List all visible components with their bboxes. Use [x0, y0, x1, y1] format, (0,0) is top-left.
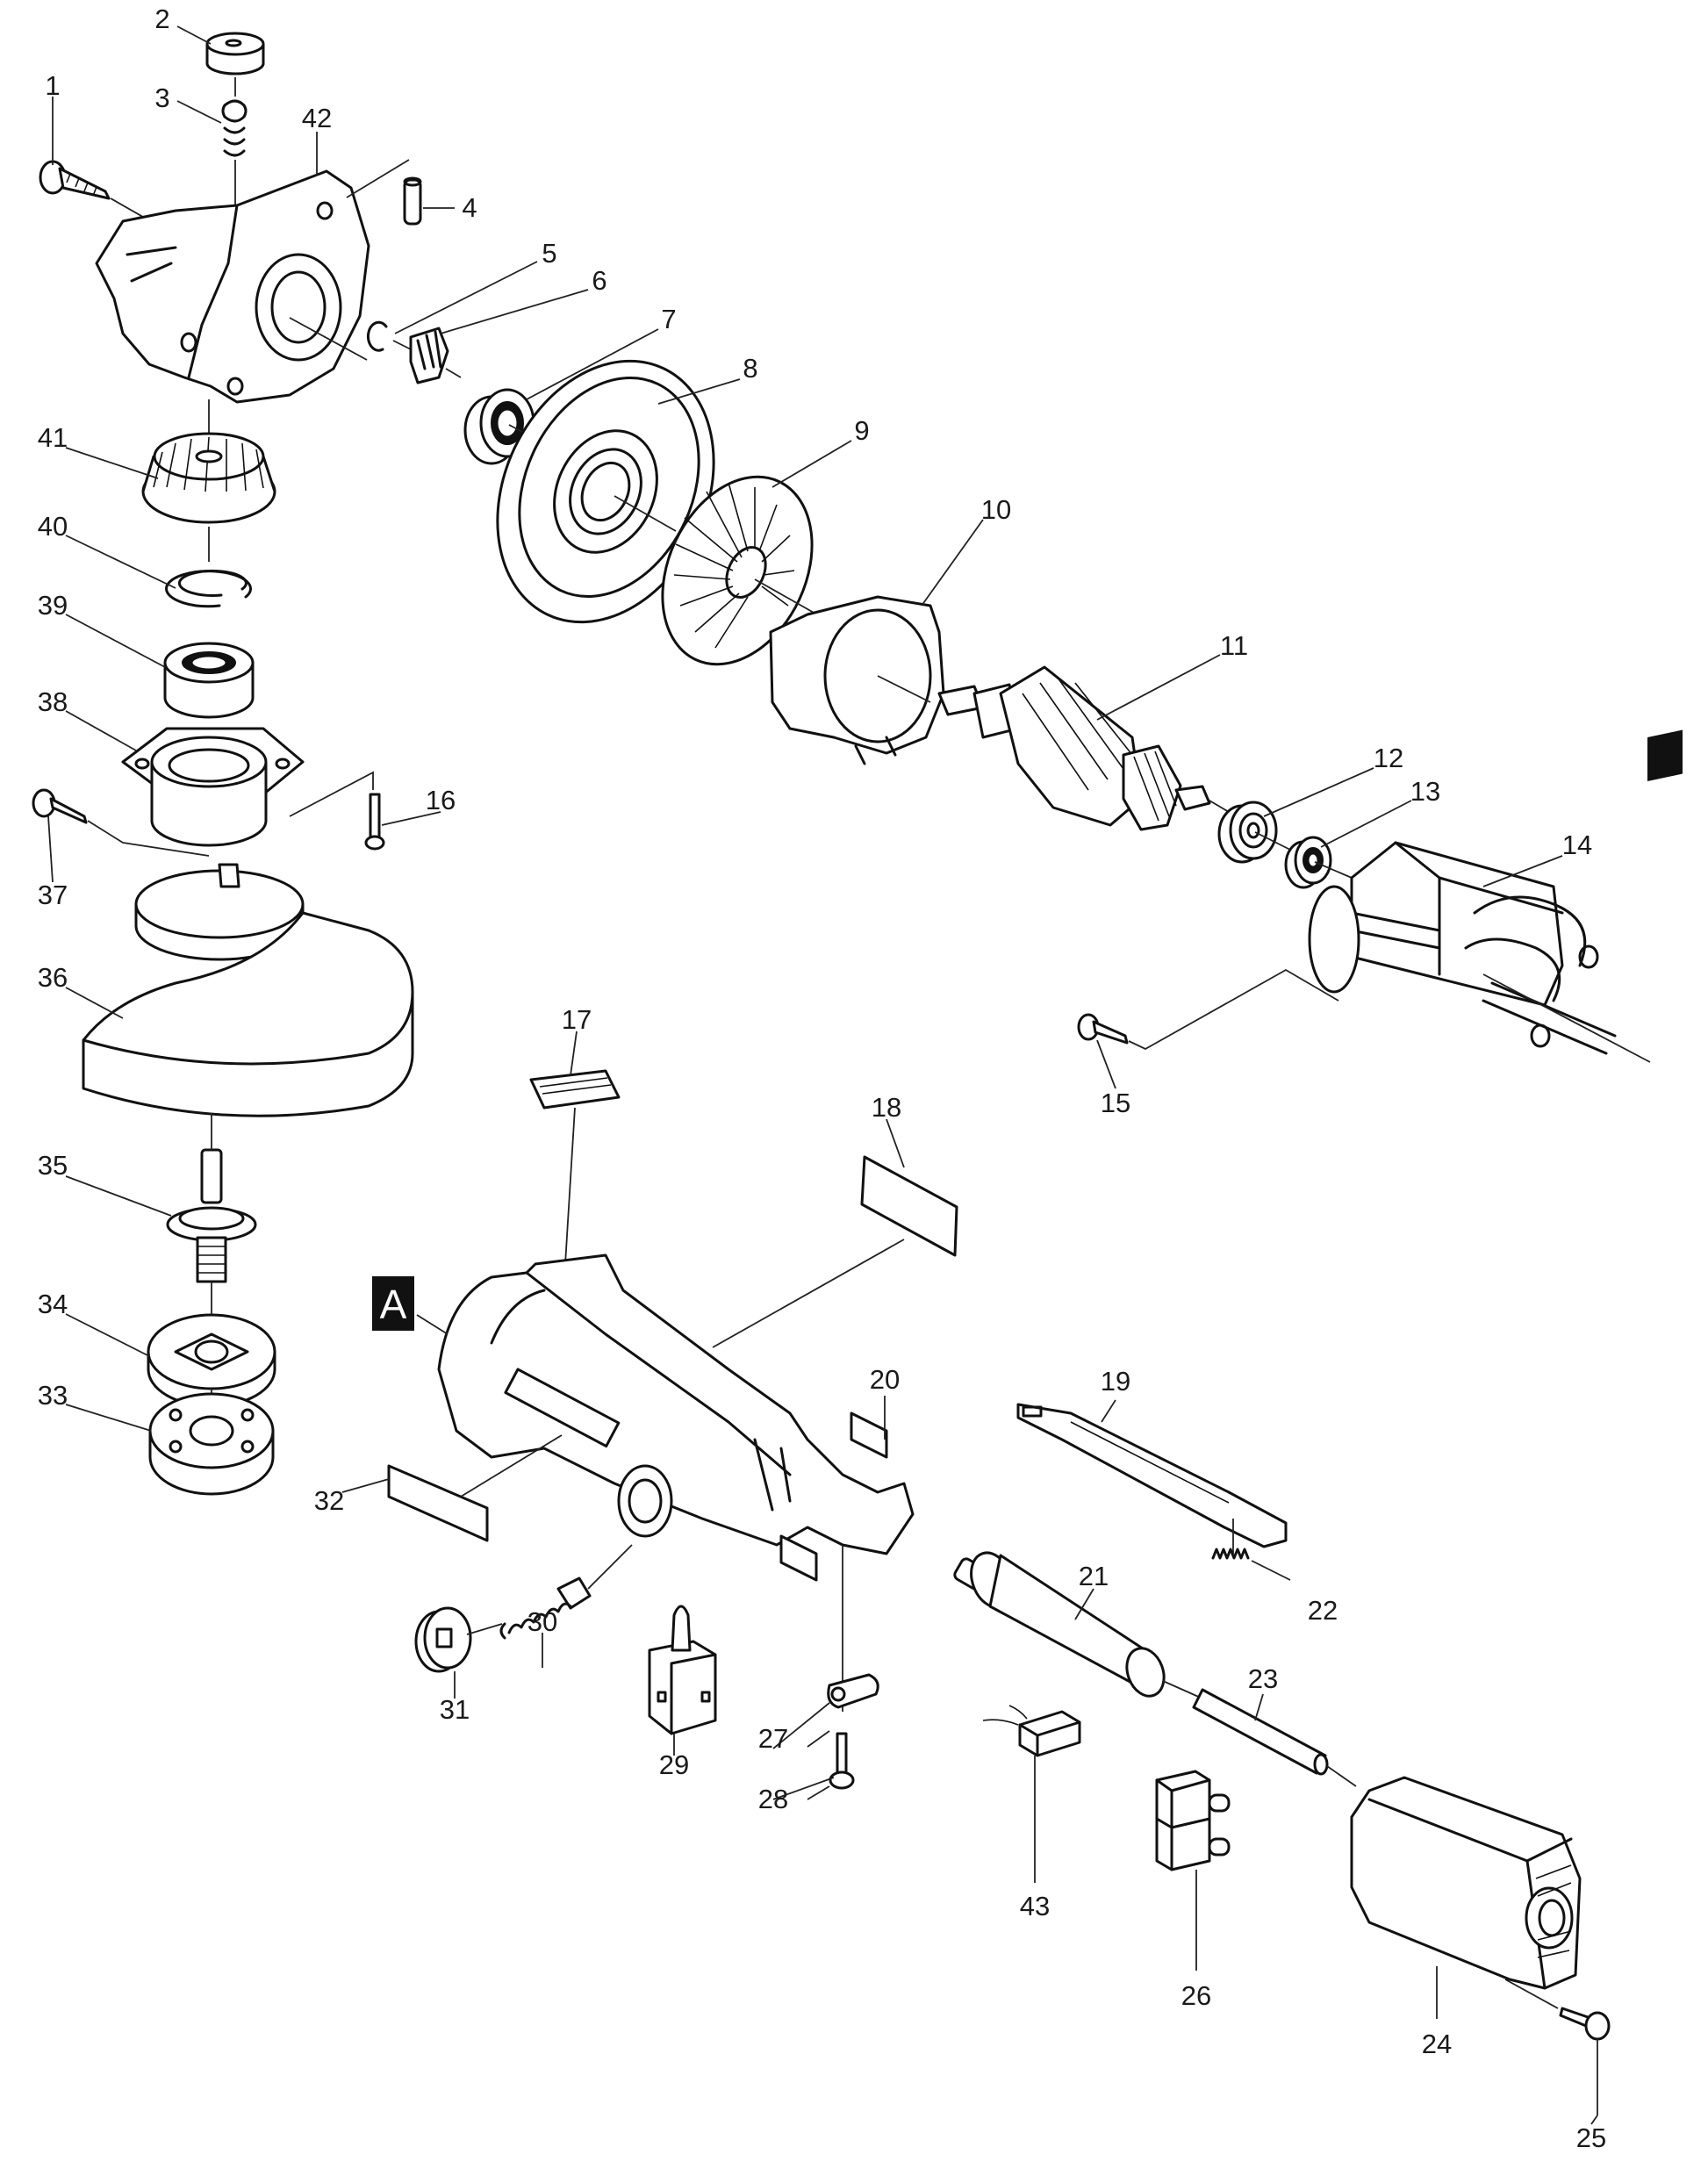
part-41-spiral-bevel-gear[interactable] [141, 432, 276, 524]
callout-18: 18 [872, 1092, 901, 1123]
callout-28: 28 [758, 1784, 788, 1814]
part-30-carbon-brush[interactable] [499, 1576, 592, 1640]
callout-21: 21 [1079, 1561, 1109, 1591]
part-2-cap[interactable] [205, 32, 265, 75]
part-36-wheel-guard[interactable] [82, 863, 414, 1117]
callout-9: 9 [854, 415, 869, 446]
reference-marker-a-left-label: A [380, 1282, 407, 1327]
callout-36: 36 [38, 962, 68, 993]
part-31-brush-holder-cap[interactable] [414, 1606, 472, 1673]
callout-33: 33 [38, 1380, 68, 1411]
callout-25: 25 [1576, 2122, 1606, 2153]
callout-13: 13 [1410, 776, 1440, 807]
callout-10: 10 [981, 494, 1011, 525]
callout-31: 31 [440, 1694, 470, 1725]
part-11-armature[interactable] [937, 665, 1211, 831]
callout-8: 8 [743, 353, 757, 384]
reference-marker-a-left [372, 1276, 414, 1331]
part-43-noise-suppressor[interactable] [982, 1705, 1081, 1757]
part-10-baffle-plate[interactable] [769, 595, 945, 765]
reference-marker-a-right [1647, 729, 1683, 782]
callout-35: 35 [38, 1150, 68, 1181]
callout-1: 1 [45, 70, 60, 101]
part-33-lock-nut[interactable] [148, 1392, 275, 1496]
part-4-pin[interactable] [403, 176, 422, 226]
callout-27: 27 [758, 1723, 788, 1754]
part-9-fan[interactable] [634, 453, 841, 689]
callout-32: 32 [314, 1485, 344, 1516]
callout-29: 29 [659, 1749, 689, 1780]
callout-2: 2 [154, 4, 169, 34]
callout-17: 17 [562, 1004, 592, 1035]
callout-16: 16 [426, 785, 456, 815]
part-38-bearing-box[interactable] [121, 727, 305, 847]
part-6-spiral-bevel-gear[interactable] [409, 327, 449, 384]
part-13-ball-bearing[interactable] [1284, 836, 1332, 889]
part-42-gear-housing[interactable] [95, 169, 370, 404]
callout-20: 20 [870, 1364, 900, 1395]
part-37-screw[interactable] [32, 788, 88, 824]
part-12-ball-bearing[interactable] [1217, 801, 1278, 864]
callout-7: 7 [661, 304, 676, 334]
callout-4: 4 [462, 192, 477, 223]
part-21-cord-guard[interactable] [953, 1547, 1171, 1701]
callout-43: 43 [1020, 1891, 1050, 1921]
callout-12: 12 [1374, 743, 1403, 773]
callout-leaders [47, 25, 1598, 2125]
part-15-screw[interactable] [1077, 1013, 1129, 1045]
callout-40: 40 [38, 511, 68, 542]
callout-19: 19 [1101, 1366, 1130, 1397]
callout-41: 41 [38, 422, 68, 453]
callout-38: 38 [38, 686, 68, 717]
part-35-spindle[interactable] [166, 1148, 257, 1283]
part-26-connector[interactable] [1155, 1770, 1231, 1871]
callout-37: 37 [38, 880, 68, 910]
callout-5: 5 [542, 238, 556, 269]
part-5-retaining-ring[interactable] [366, 320, 388, 352]
callout-24: 24 [1422, 2029, 1452, 2059]
callout-14: 14 [1562, 830, 1592, 860]
part-16-screw[interactable] [364, 793, 385, 851]
callout-22: 22 [1308, 1595, 1338, 1626]
callout-3: 3 [154, 83, 169, 113]
part-28-screw[interactable] [829, 1732, 855, 1790]
part-39-ball-bearing[interactable] [163, 642, 255, 719]
part-20-motor-housing[interactable] [437, 1253, 915, 1582]
part-27-strain-relief[interactable] [827, 1673, 879, 1709]
reference-marker-a-right-label: A [1652, 1085, 1679, 1131]
callout-26: 26 [1181, 1980, 1211, 2011]
callout-labels: 1 2 3 4 5 6 7 8 9 10 11 12 13 14 15 16 1… [38, 4, 1606, 2153]
callout-11: 11 [1220, 630, 1248, 661]
callout-6: 6 [592, 265, 606, 296]
part-40-retaining-ring[interactable] [165, 569, 253, 608]
callout-34: 34 [38, 1289, 68, 1319]
part-18-label[interactable] [860, 1155, 958, 1257]
part-1-screw[interactable] [39, 160, 111, 200]
part-3-spring[interactable] [221, 99, 248, 157]
part-23-cord[interactable] [1192, 1688, 1329, 1776]
part-29-switch[interactable] [648, 1605, 717, 1735]
callout-15: 15 [1101, 1088, 1130, 1118]
part-14-field[interactable] [1308, 841, 1617, 1055]
callout-30: 30 [527, 1606, 557, 1637]
part-22-spring[interactable] [1211, 1548, 1250, 1560]
part-19-switch-lever[interactable] [1016, 1403, 1288, 1548]
callout-42: 42 [302, 103, 332, 133]
part-8-bearing-box[interactable] [456, 326, 754, 657]
callout-39: 39 [38, 590, 68, 621]
part-17-switch-button[interactable] [529, 1069, 621, 1110]
part-24-rear-cover[interactable] [1350, 1776, 1582, 1990]
part-32-label[interactable] [387, 1464, 489, 1542]
callout-23: 23 [1248, 1663, 1278, 1694]
part-25-screw[interactable] [1559, 2007, 1611, 2041]
